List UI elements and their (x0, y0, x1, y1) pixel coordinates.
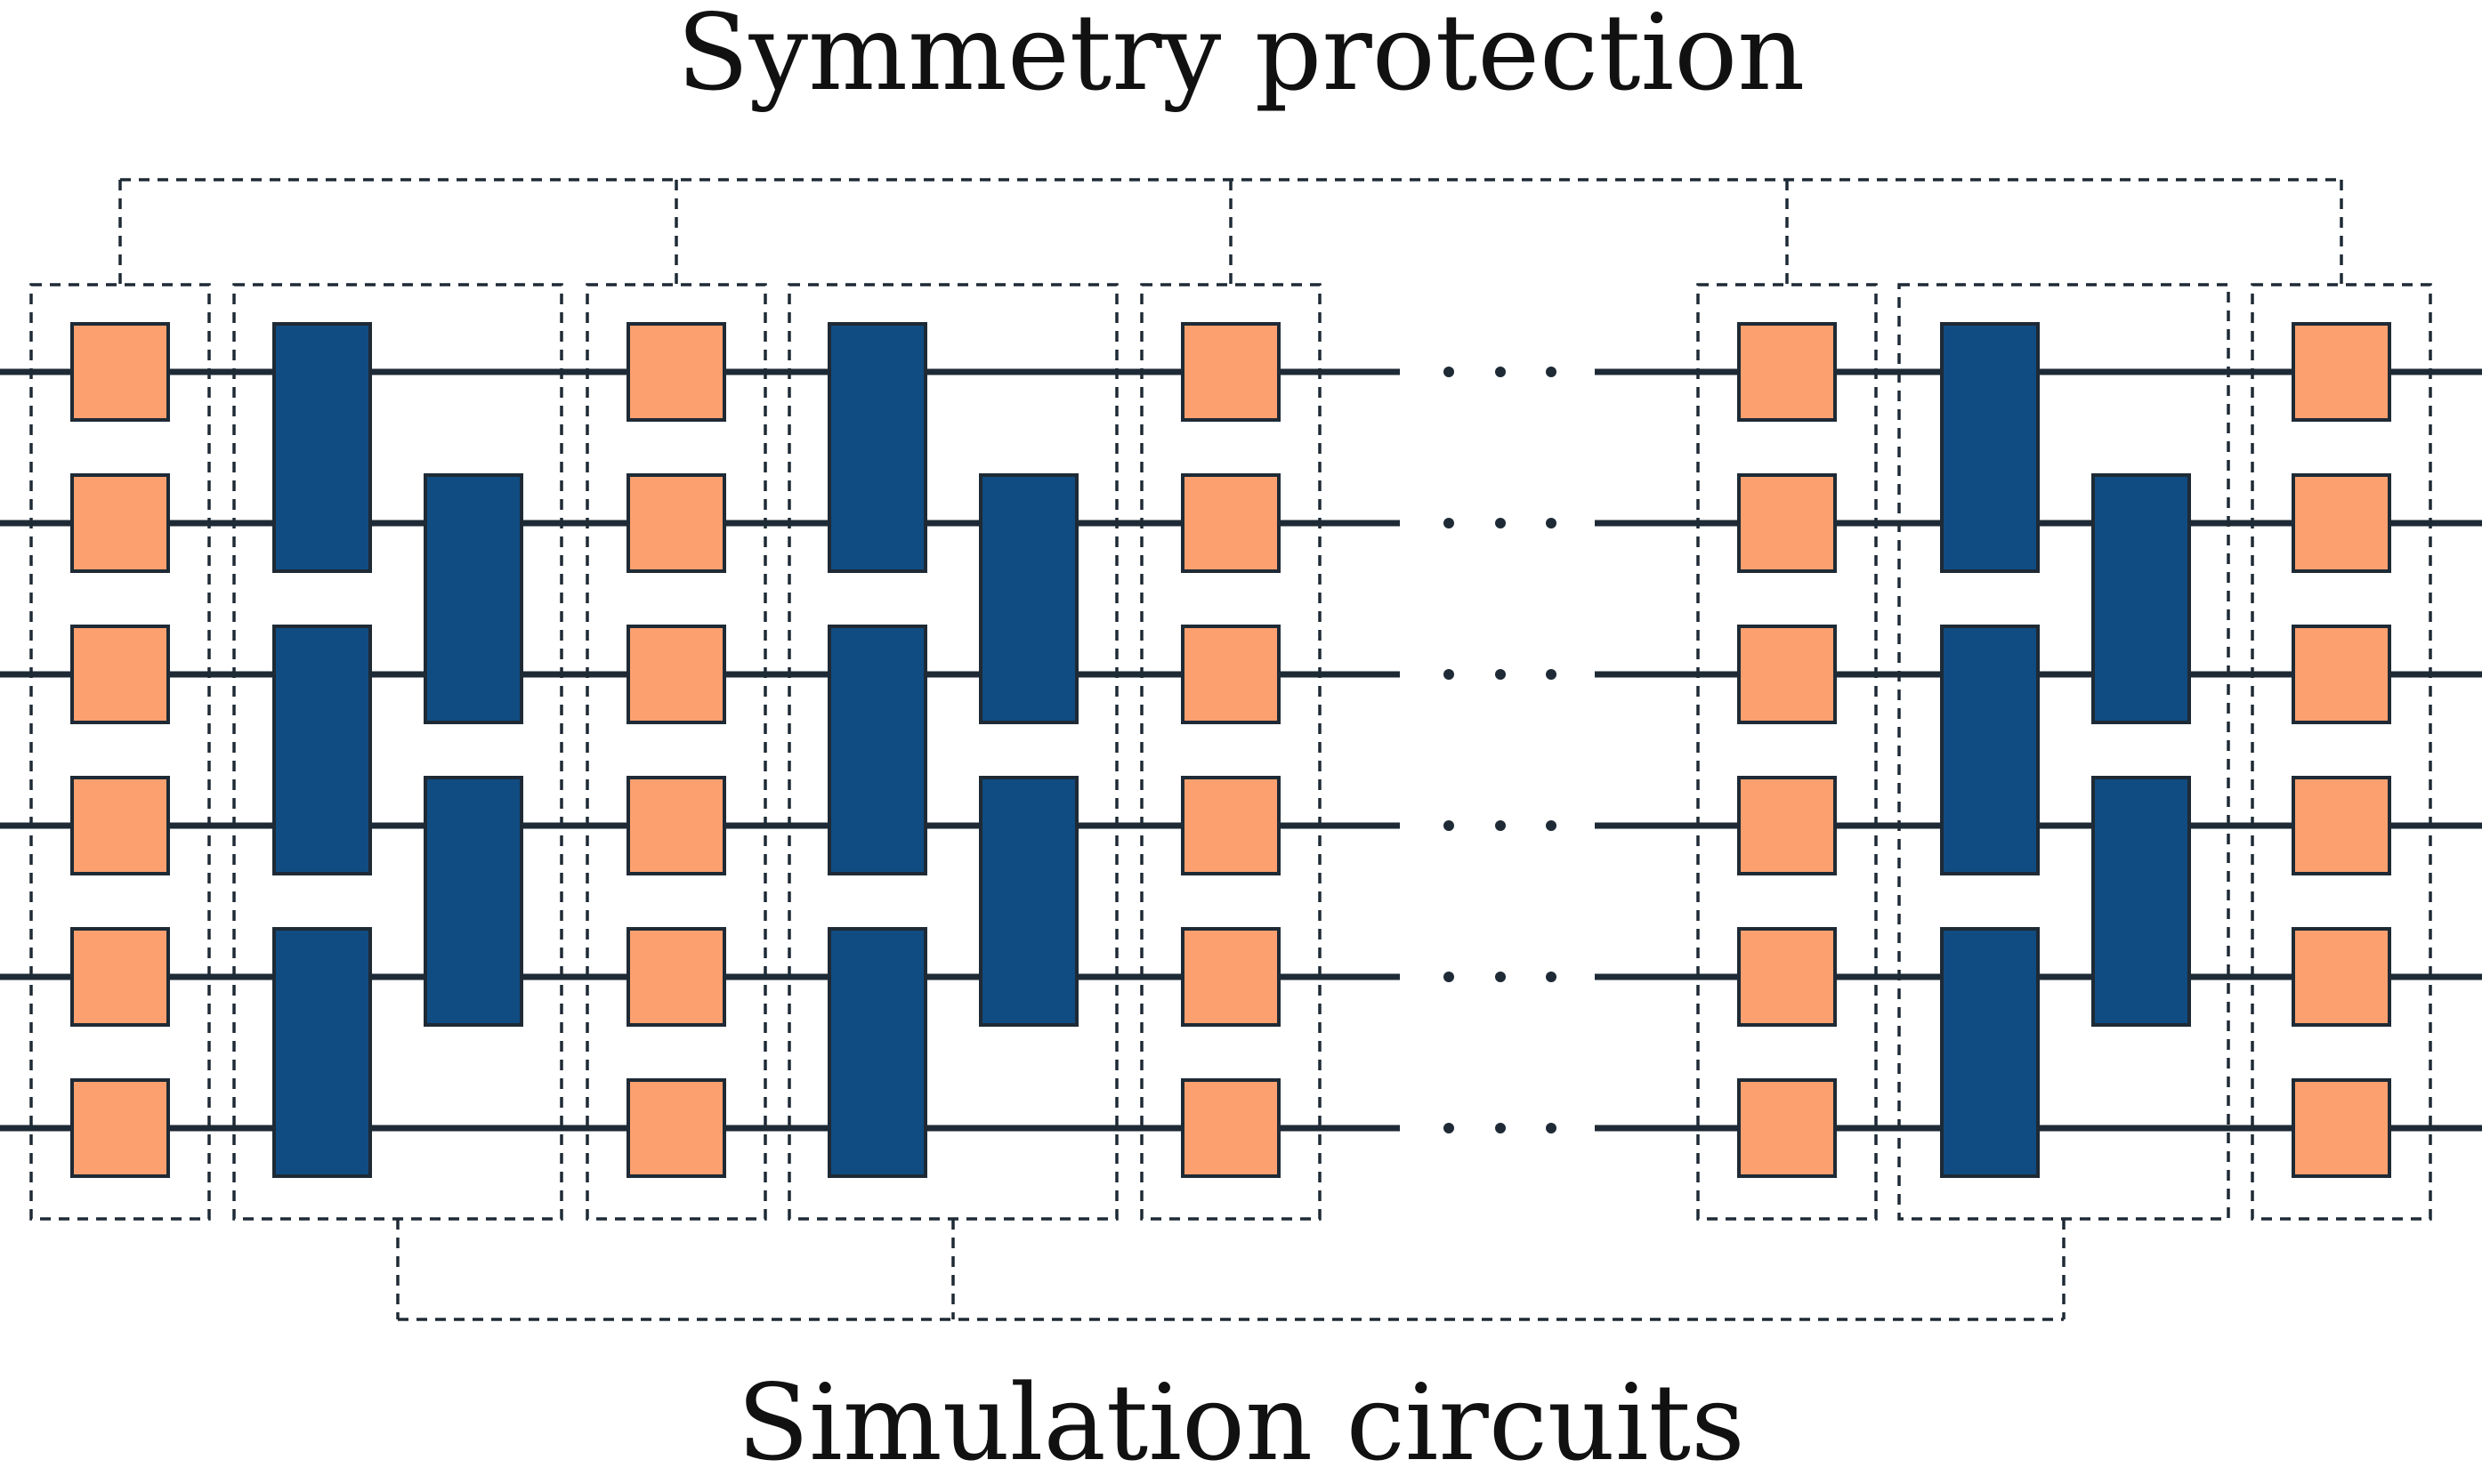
ellipsis-dot (1546, 367, 1556, 377)
ellipsis-dot (1443, 972, 1454, 982)
ellipsis-dot (1495, 367, 1506, 377)
ellipsis-dot (1443, 820, 1454, 831)
ellipsis-dot (1443, 518, 1454, 528)
single-qubit-gate (2292, 927, 2391, 1027)
ellipsis-dot (1546, 669, 1556, 680)
single-qubit-gate (2292, 1078, 2391, 1178)
two-qubit-gate (424, 776, 523, 1027)
single-qubit-gate (627, 322, 726, 422)
protection-layer-frame (586, 283, 767, 1221)
ellipsis-dot (1546, 972, 1556, 982)
two-qubit-gate (979, 776, 1079, 1027)
single-qubit-gate (1737, 927, 1837, 1027)
single-qubit-gate (1181, 1078, 1281, 1178)
ellipsis-dot (1495, 1123, 1506, 1133)
two-qubit-gate (828, 322, 927, 573)
ellipsis-dot (1495, 820, 1506, 831)
two-qubit-gate (2091, 473, 2191, 724)
ellipsis-dot (1546, 518, 1556, 528)
single-qubit-gate (70, 1078, 170, 1178)
single-qubit-gate (70, 927, 170, 1027)
ellipsis-group (1443, 367, 1556, 1133)
single-qubit-gate (627, 927, 726, 1027)
single-qubit-gate (1737, 776, 1837, 875)
single-qubit-gate (2292, 625, 2391, 724)
single-qubit-gate (627, 625, 726, 724)
single-qubit-gate (1181, 927, 1281, 1027)
two-qubit-gate (1940, 322, 2040, 573)
protection-layer-frame (2251, 283, 2432, 1221)
single-qubit-gate (70, 776, 170, 875)
ellipsis-dot (1443, 367, 1454, 377)
grouping-brackets (118, 178, 2343, 1321)
single-qubit-gate (627, 1078, 726, 1178)
single-qubit-gate (627, 473, 726, 573)
gates (70, 322, 2391, 1178)
ellipsis-dot (1443, 669, 1454, 680)
single-qubit-gate (1181, 473, 1281, 573)
ellipsis-dot (1546, 820, 1556, 831)
two-qubit-gate (424, 473, 523, 724)
ellipsis-dot (1443, 1123, 1454, 1133)
symmetry-protection-title: Symmetry protection (676, 0, 1806, 114)
single-qubit-gate (2292, 776, 2391, 875)
single-qubit-gate (2292, 473, 2391, 573)
ellipsis-dot (1495, 518, 1506, 528)
single-qubit-gate (627, 776, 726, 875)
two-qubit-gate (1940, 927, 2040, 1178)
single-qubit-gate (1181, 625, 1281, 724)
ellipsis-dot (1546, 1123, 1556, 1133)
single-qubit-gate (2292, 322, 2391, 422)
single-qubit-gate (70, 625, 170, 724)
single-qubit-gate (70, 473, 170, 573)
single-qubit-gate (70, 322, 170, 422)
protection-layer-frame (1140, 283, 1322, 1221)
two-qubit-gate (828, 927, 927, 1178)
single-qubit-gate (1181, 322, 1281, 422)
two-qubit-gate (828, 625, 927, 875)
protection-layer-frame (1696, 283, 1878, 1221)
single-qubit-gate (1737, 1078, 1837, 1178)
single-qubit-gate (1737, 625, 1837, 724)
ellipsis-dot (1495, 669, 1506, 680)
two-qubit-gate (979, 473, 1079, 724)
ellipsis-dot (1495, 972, 1506, 982)
two-qubit-gate (1940, 625, 2040, 875)
two-qubit-gate (272, 322, 372, 573)
two-qubit-gate (272, 625, 372, 875)
simulation-circuits-title: Simulation circuits (737, 1361, 1745, 1484)
single-qubit-gate (1181, 776, 1281, 875)
single-qubit-gate (1737, 322, 1837, 422)
protection-layer-frame (29, 283, 211, 1221)
two-qubit-gate (2091, 776, 2191, 1027)
single-qubit-gate (1737, 473, 1837, 573)
two-qubit-gate (272, 927, 372, 1178)
